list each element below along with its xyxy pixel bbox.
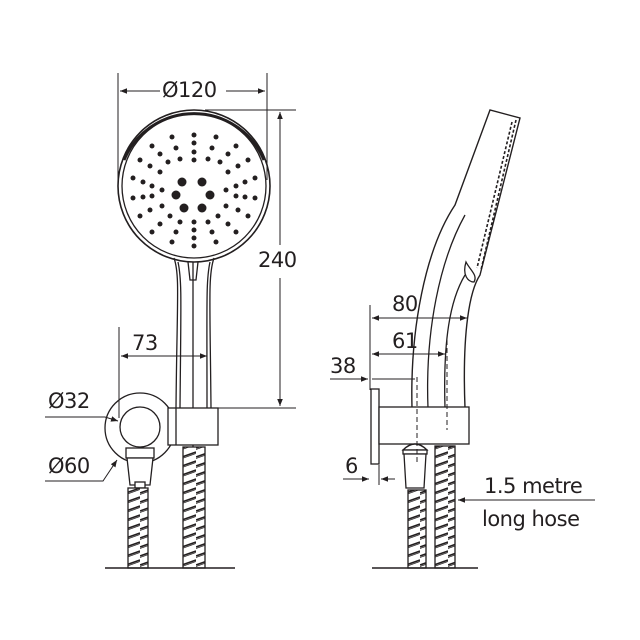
hose-left (127, 487, 149, 569)
dim-outlet-projection: 73 (132, 331, 158, 355)
side-hose-left (407, 489, 427, 569)
dim-total-height: 240 (258, 248, 297, 272)
dim-head-diameter: Ø120 (162, 78, 217, 102)
hose-note-line2: long hose (482, 507, 580, 531)
dim-flange-thickness: 6 (345, 454, 358, 478)
hose-note-line1: 1.5 metre (484, 474, 583, 498)
nozzle-pattern (130, 132, 258, 249)
side-view (330, 109, 595, 569)
handle-outline (173, 257, 215, 409)
hose-right (182, 446, 206, 569)
front-view (45, 73, 296, 569)
shower-head-outline (117, 109, 271, 263)
side-hose-right (434, 445, 456, 569)
dim-inner-diameter: Ø32 (48, 389, 90, 413)
dim-depth-outlet-axis: 38 (330, 354, 356, 378)
side-handle (411, 109, 521, 409)
dim-depth-hose-axis: 61 (392, 329, 418, 353)
dim-depth-total: 80 (392, 292, 418, 316)
wall-outlet-inner (119, 406, 161, 448)
dim-outer-diameter: Ø60 (48, 454, 90, 478)
